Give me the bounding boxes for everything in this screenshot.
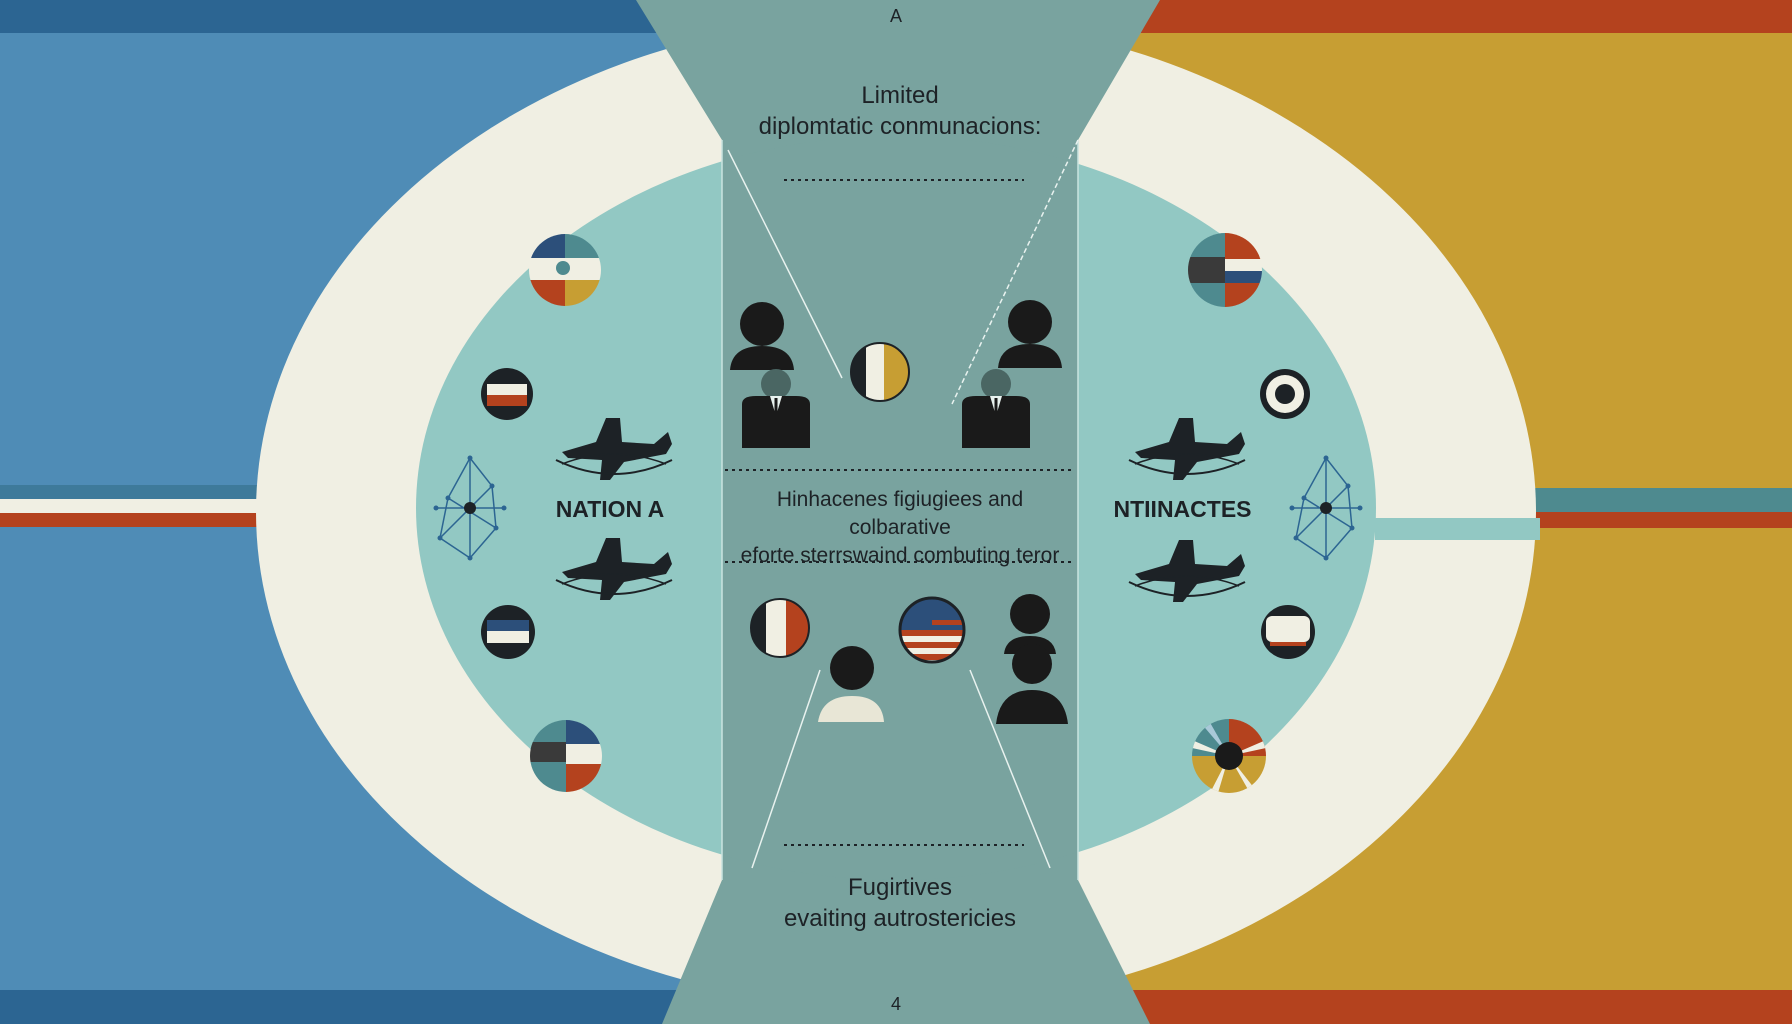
businessman-icon-left <box>742 369 810 448</box>
nation-a-label: NATION A <box>555 496 665 522</box>
left-stripes <box>0 485 270 527</box>
top-marker: A <box>889 6 902 26</box>
guide-lines <box>727 139 1079 869</box>
bottom-marker: 4 <box>890 994 901 1014</box>
us-flag-icon <box>898 596 966 664</box>
right-stripes <box>1530 488 1792 528</box>
person-icon-bottom-center <box>818 646 884 722</box>
diplomatic-communications-label: Limited diplomtatic conmunacions: <box>758 82 1042 140</box>
right-nation-label: NTIINACTES <box>1113 496 1252 522</box>
person-icon-top-right <box>998 300 1062 368</box>
flag-icon-left-1 <box>529 234 601 306</box>
connector-bar <box>1375 518 1540 540</box>
businessman-icon-right <box>962 369 1030 448</box>
flag-icon-right-2 <box>1261 605 1315 659</box>
dotted-dividers <box>725 179 1075 846</box>
flag-icon-left-3 <box>481 605 535 659</box>
person-icon-top-left <box>730 302 794 370</box>
fugitives-label: Fugirtives evaiting autrostericies <box>783 874 1017 932</box>
flag-icon-right-1 <box>1188 233 1262 307</box>
flag-icon-left-2 <box>481 368 533 420</box>
person-icon-bottom-right <box>996 594 1068 724</box>
target-icon-right <box>1260 369 1310 419</box>
flag-icon-right-3 <box>1192 719 1266 793</box>
flag-icon-center-bottom <box>750 598 810 658</box>
cooperation-label: Hinhacenes figiugiees and colbarative ef… <box>740 488 1060 567</box>
